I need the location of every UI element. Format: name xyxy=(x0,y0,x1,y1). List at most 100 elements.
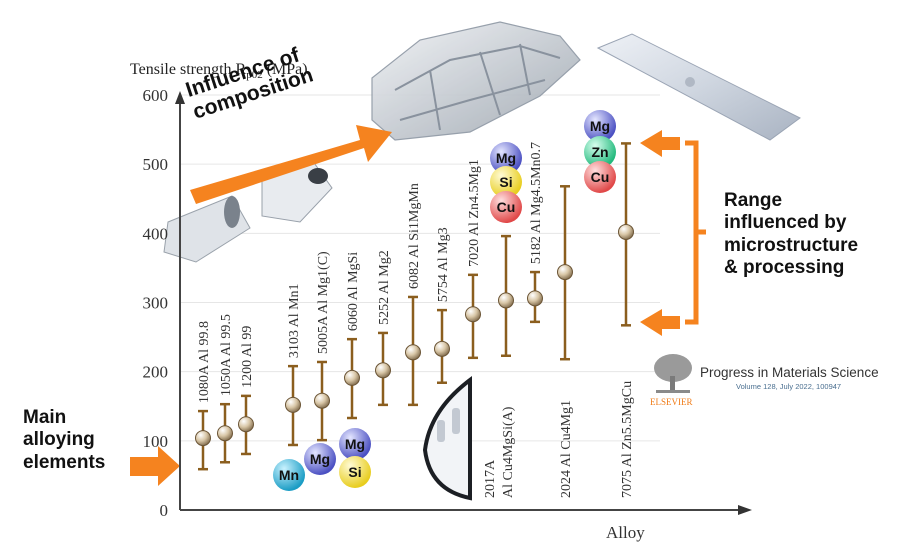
errorbar-group xyxy=(434,308,450,384)
mean-marker xyxy=(285,396,301,413)
train-nose-illustration xyxy=(422,375,472,501)
y-tick-label: 0 xyxy=(160,501,169,520)
element-symbol: Mg xyxy=(310,451,330,467)
mean-marker xyxy=(217,425,233,442)
x-axis-label: Alloy xyxy=(606,523,645,542)
alloy-label-line2: Al Cu4MgSi(A) xyxy=(501,406,516,498)
element-symbol: Cu xyxy=(591,169,610,185)
mean-marker xyxy=(375,362,391,379)
mean-marker xyxy=(498,292,514,309)
element-badge-cu: Cu xyxy=(490,191,522,223)
mean-marker xyxy=(238,416,254,433)
element-badge-mg: Mg xyxy=(304,443,336,475)
alloy-label: 5754 Al Mg3 xyxy=(436,227,451,302)
element-sphere xyxy=(490,166,522,198)
alloy-label: 1080A Al 99.8 xyxy=(197,321,212,403)
mean-marker xyxy=(465,306,481,323)
element-badge-cu: Cu xyxy=(584,161,616,193)
errorbar-group xyxy=(527,270,543,324)
element-symbol: Zn xyxy=(591,144,608,160)
alloy-label: 1050A Al 99.5 xyxy=(219,314,234,396)
mean-marker xyxy=(557,264,573,281)
journal-title: Progress in Materials Science xyxy=(700,365,879,380)
element-badge-zn: Zn xyxy=(584,136,616,168)
range-line-4: & processing xyxy=(724,257,845,279)
main-line-3: elements xyxy=(23,451,106,473)
y-tick-label: 500 xyxy=(143,155,169,174)
y-tick-label: 400 xyxy=(143,224,169,243)
foil-roll-illustration xyxy=(163,195,251,263)
errorbar-group xyxy=(285,364,301,447)
errorbar-group xyxy=(618,142,634,327)
y-tick-label: 100 xyxy=(143,432,169,451)
element-sphere xyxy=(490,191,522,223)
element-badge-mg: Mg xyxy=(584,110,616,142)
element-sphere xyxy=(584,136,616,168)
errorbar-group xyxy=(217,402,233,464)
range-line-1: Range xyxy=(724,190,783,211)
errorbar-group xyxy=(238,394,254,456)
mean-marker xyxy=(618,223,634,240)
element-sphere xyxy=(339,428,371,460)
alloy-label: 3103 Al Mn1 xyxy=(287,283,302,358)
errorbar-group xyxy=(375,331,391,407)
errorbar-group xyxy=(557,185,573,361)
element-symbol: Mg xyxy=(496,150,516,166)
car-frame-illustration xyxy=(371,21,581,141)
main-line-1: Main xyxy=(23,407,67,428)
mean-marker xyxy=(195,430,211,447)
journal-citation: Progress in Materials Science Volume 128… xyxy=(700,365,879,391)
y-axis xyxy=(175,91,185,510)
alloy-label: 6060 Al MgSi xyxy=(346,252,361,331)
element-sphere xyxy=(304,443,336,475)
elsevier-logo-text: ELSEVIER xyxy=(650,397,693,407)
element-symbol: Si xyxy=(499,174,512,190)
elsevier-tree-logo xyxy=(654,354,692,393)
element-symbol: Mg xyxy=(345,436,365,452)
alloy-label: 2017A xyxy=(483,459,498,498)
main-alloying-annotation: Main alloying elements xyxy=(23,407,133,474)
range-upper-arrow xyxy=(640,130,680,157)
element-sphere xyxy=(339,456,371,488)
element-badge-mn: Mn xyxy=(273,459,305,491)
alloy-label: 7075 Al Zn5.5MgCu xyxy=(620,381,635,498)
journal-volume: Volume 128, July 2022, 100947 xyxy=(736,382,842,391)
element-sphere xyxy=(584,161,616,193)
element-badge-si: Si xyxy=(490,166,522,198)
y-tick-label: 600 xyxy=(143,86,169,105)
element-symbol: Mg xyxy=(590,118,610,134)
element-badge-si: Si xyxy=(339,456,371,488)
errorbar-group xyxy=(498,234,514,358)
range-line-3: microstructure xyxy=(724,234,859,256)
element-symbol: Si xyxy=(348,464,361,480)
element-sphere xyxy=(584,110,616,142)
errorbar-group xyxy=(344,337,360,420)
range-annotation: Range influenced by microstructure & pro… xyxy=(724,190,894,280)
y-tick-label: 300 xyxy=(143,294,169,313)
main-line-2: alloying xyxy=(23,429,95,451)
composition-arrow xyxy=(190,125,392,204)
alloy-label: 6082 Al Si1MgMn xyxy=(407,183,422,289)
alloy-label: 2024 Al Cu4Mg1 xyxy=(559,400,574,498)
element-symbol: Mn xyxy=(279,467,299,483)
element-sphere xyxy=(490,142,522,174)
y-tick-label: 200 xyxy=(143,363,169,382)
errorbar-group xyxy=(465,273,481,360)
range-lower-arrow xyxy=(640,309,680,336)
errorbar-group xyxy=(405,295,421,407)
element-sphere xyxy=(273,459,305,491)
mean-marker xyxy=(314,392,330,409)
alloy-label: 5252 Al Mg2 xyxy=(377,250,392,325)
element-symbol: Cu xyxy=(497,199,516,215)
alloy-label: 5005A Al Mg1(C) xyxy=(316,251,331,354)
element-badge-mg: Mg xyxy=(490,142,522,174)
mean-marker xyxy=(527,290,543,307)
smartphone-illustration xyxy=(596,33,801,141)
y-axis-label: Tensile strength Rp02 (MPa) xyxy=(130,61,308,81)
main-alloying-arrow xyxy=(130,446,180,486)
alloy-label: 1200 Al 99 xyxy=(240,326,255,388)
range-line-2: influenced by xyxy=(724,212,847,234)
alloy-label: 7020 Al Zn4.5Mg1 xyxy=(467,159,482,267)
errorbar-group xyxy=(195,409,211,471)
